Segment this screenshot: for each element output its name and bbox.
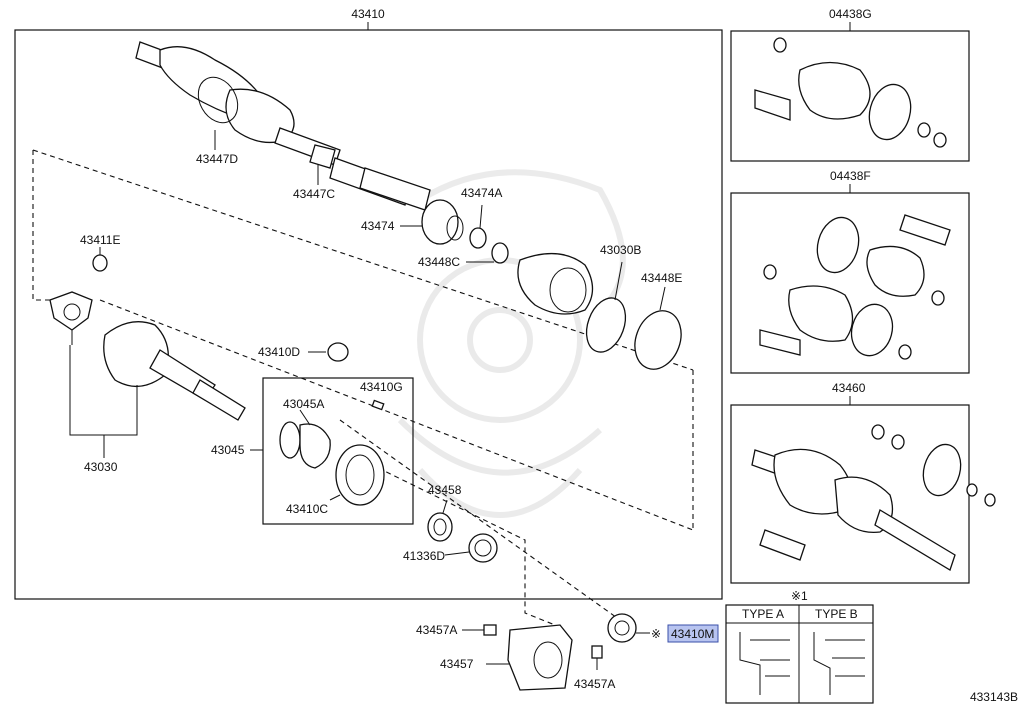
label-43030B: 43030B: [600, 243, 641, 257]
inner-boot-43030B: 43030B: [517, 243, 641, 353]
note-mark: ※: [651, 627, 661, 641]
label-43448C: 43448C: [418, 255, 460, 269]
diagram-id: 433143B: [970, 690, 1018, 704]
seal-43458: 43458: [427, 483, 462, 542]
label-43411E: 43411E: [80, 233, 120, 247]
bracket-43457: 43457: [440, 624, 573, 691]
leader-43447C: 43447C: [293, 165, 335, 201]
snap-ring-43045A: 43045A: [279, 397, 331, 469]
label-43460: 43460: [832, 381, 866, 395]
dashed-guide-lines: [32, 149, 694, 626]
label-43457A-bottom: 43457A: [574, 677, 615, 691]
bearing-box-43045: 43045: [211, 377, 414, 525]
label-04438F: 04438F: [830, 169, 871, 183]
dynamic-damper-43474: 43474: [361, 199, 464, 245]
label-43457: 43457: [440, 657, 474, 671]
bolt-43457A-top: 43457A: [416, 623, 497, 637]
snap-ring-43411E: 43411E: [80, 233, 120, 272]
pin-43410G: 43410G: [360, 380, 403, 411]
bolt-43457A-bottom: 43457A: [574, 645, 615, 691]
main-assembly-box: 43410: [14, 7, 723, 600]
leader-43447D: 43447D: [196, 130, 238, 166]
tripod-joint: [49, 291, 93, 345]
label-43410G: 43410G: [360, 380, 403, 394]
label-43457A-top: 43457A: [416, 623, 457, 637]
type-note-box: ※1 TYPE A TYPE B: [725, 589, 874, 704]
bracket-43410C: 43410C: [286, 444, 385, 516]
label-43030: 43030: [84, 460, 118, 474]
label-43474: 43474: [361, 219, 395, 233]
seal-41336D: 41336D: [403, 533, 498, 563]
inner-joint-housing-43030: [103, 321, 246, 421]
outer-cv-joint-shaft: [135, 41, 431, 211]
band-43448E: 43448E: [634, 271, 682, 370]
label-43410: 43410: [351, 7, 385, 21]
note-ref-label: ※1: [791, 589, 808, 603]
label-43410D: 43410D: [258, 345, 300, 359]
bearing-43410M: ※ 43410M: [607, 613, 719, 643]
label-43045A: 43045A: [283, 397, 324, 411]
kit-box-43460: 43460: [730, 381, 996, 584]
type-b-label: TYPE B: [815, 607, 858, 621]
label-43410C: 43410C: [286, 502, 328, 516]
clamp-43474A: 43474A: [461, 186, 502, 249]
label-43447D: 43447D: [196, 152, 238, 166]
label-43448E: 43448E: [641, 271, 682, 285]
type-a-label: TYPE A: [742, 607, 784, 621]
clamp-43448C: 43448C: [418, 242, 509, 269]
label-43447C: 43447C: [293, 187, 335, 201]
label-04438G: 04438G: [829, 7, 872, 21]
snap-ring-43410D: 43410D: [258, 342, 349, 362]
kit-box-04438F: 04438F: [730, 169, 970, 374]
label-43410M: 43410M: [671, 627, 714, 641]
label-43474A: 43474A: [461, 186, 502, 200]
label-43458: 43458: [428, 483, 462, 497]
label-41336D: 41336D: [403, 549, 445, 563]
kit-box-04438G: 04438G: [730, 7, 970, 162]
label-43045: 43045: [211, 443, 245, 457]
leader-43030: 43030: [69, 345, 138, 474]
